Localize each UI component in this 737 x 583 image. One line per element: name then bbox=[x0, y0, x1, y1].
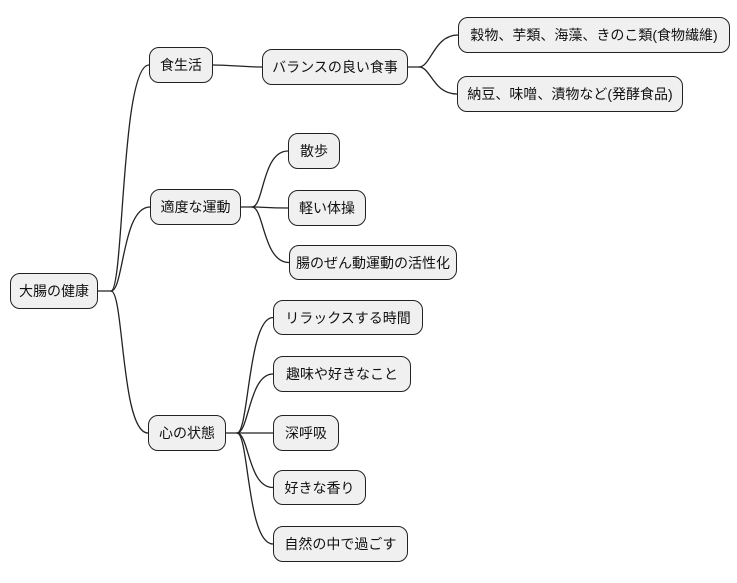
edge-mental-scent bbox=[236, 432, 274, 489]
edge-exercise-light bbox=[251, 206, 289, 209]
node-hobbies: 趣味や好きなこと bbox=[273, 356, 411, 392]
node-nature-time: 自然の中で過ごす bbox=[273, 526, 408, 562]
node-light-exercise: 軽い体操 bbox=[288, 190, 366, 226]
edge-mental-relax bbox=[236, 316, 274, 434]
edge-mental-nature bbox=[236, 432, 274, 545]
node-balanced-diet: バランスの良い食事 bbox=[262, 49, 408, 85]
node-fermented-foods: 納豆、味噌、漬物など(発酵食品) bbox=[457, 76, 683, 112]
node-favorite-scent: 好きな香り bbox=[273, 470, 366, 505]
node-colon-health: 大腸の健康 bbox=[10, 273, 98, 309]
edge-balanced-fiber bbox=[418, 34, 459, 68]
edge-exercise-walking bbox=[251, 150, 289, 208]
edge-diet-balanced bbox=[212, 64, 263, 68]
edge-root-mental bbox=[110, 290, 149, 434]
node-mental-state: 心の状態 bbox=[148, 415, 226, 451]
node-fiber-foods: 穀物、芋類、海藻、きのこ類(食物繊維) bbox=[458, 17, 730, 53]
edge-mental-hobbies bbox=[236, 373, 274, 434]
edge-balanced-fermented bbox=[418, 66, 458, 95]
node-walking: 散歩 bbox=[288, 133, 340, 169]
edge-root-diet bbox=[110, 64, 150, 292]
edge-root-exercise bbox=[110, 206, 151, 292]
node-diet: 食生活 bbox=[149, 47, 213, 83]
node-moderate-exercise: 適度な運動 bbox=[150, 189, 241, 225]
node-relax-time: リラックスする時間 bbox=[273, 300, 423, 335]
node-deep-breathing: 深呼吸 bbox=[273, 415, 339, 451]
edge-exercise-peristalsis bbox=[251, 206, 290, 264]
node-peristalsis-activation: 腸のぜん動運動の活性化 bbox=[289, 245, 457, 280]
